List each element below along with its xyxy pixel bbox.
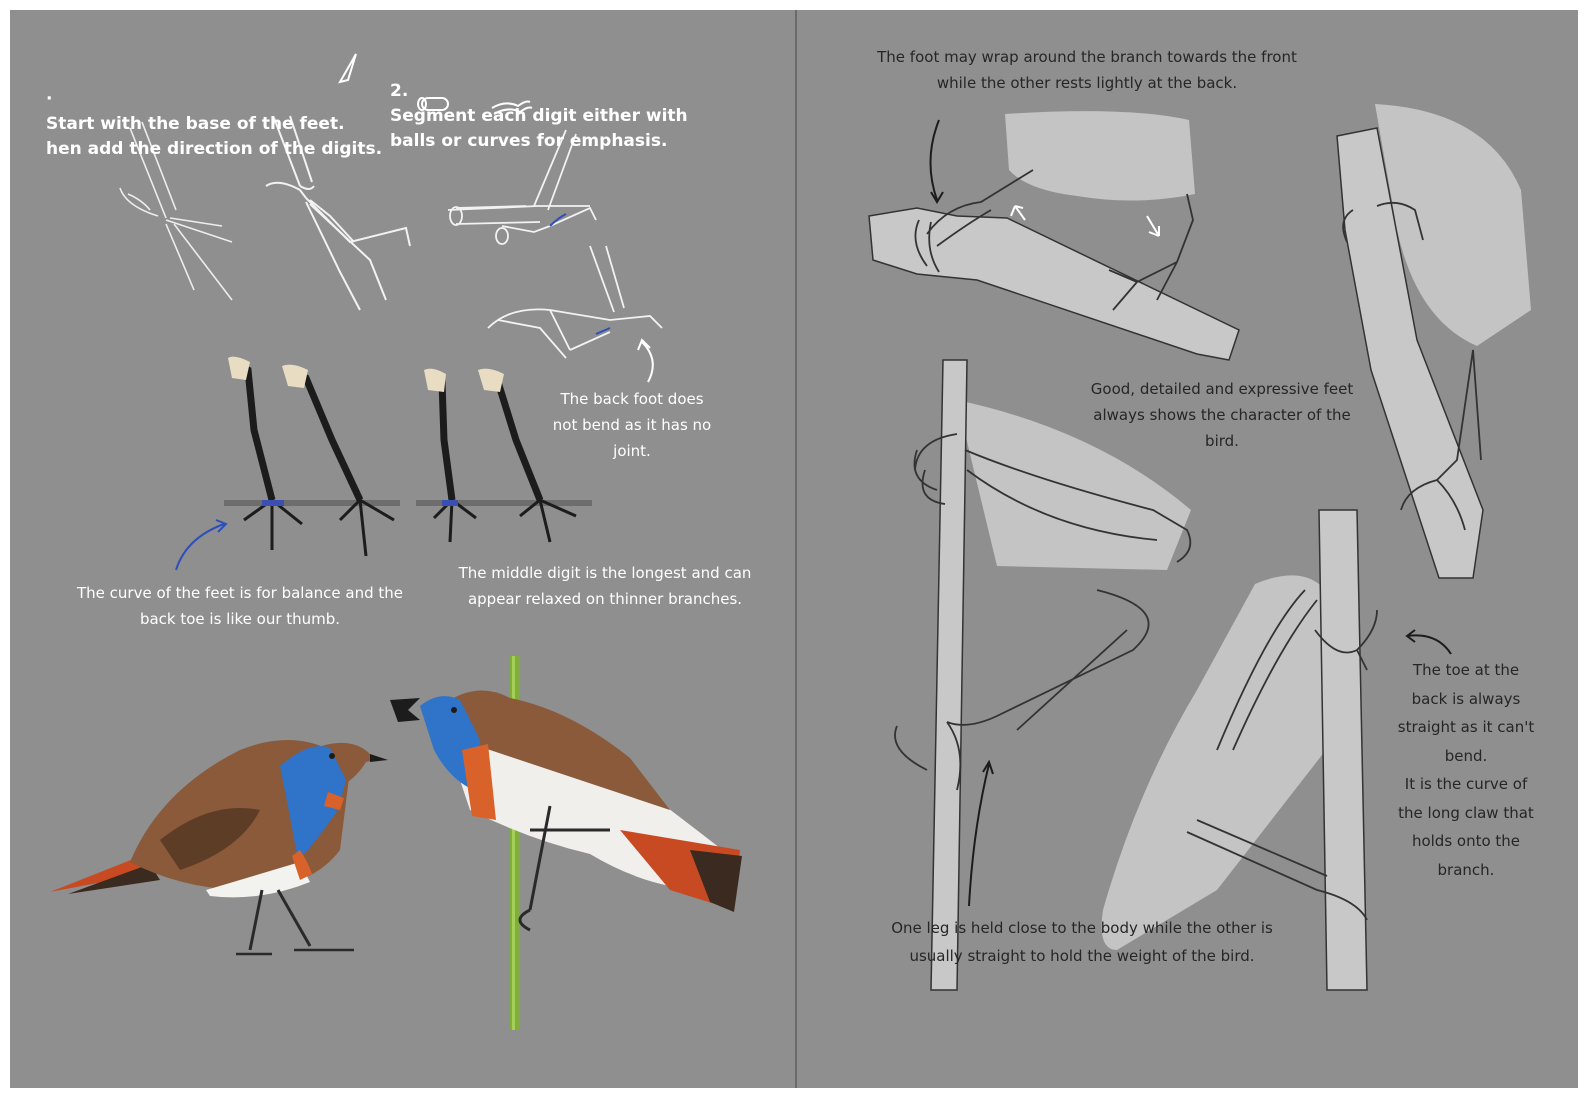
triangle-icon — [337, 53, 357, 84]
bluethroat-perching-illustration — [390, 656, 742, 1030]
leg-posture-drawing — [894, 359, 1192, 991]
step-1-marker: · — [46, 89, 53, 109]
left-page-illustrations — [50, 53, 742, 1030]
joint-highlight — [549, 213, 567, 227]
leg-note: One leg is held close to the body while … — [891, 919, 1273, 965]
arrow-icon — [175, 519, 228, 571]
arrow-icon — [1405, 629, 1452, 655]
middle-digit-note: The middle digit is the longest and can … — [458, 564, 752, 608]
branch-wrap-drawing — [868, 111, 1240, 361]
foot-sketch-back-foot — [487, 245, 663, 359]
bluethroat-standing-illustration — [50, 740, 388, 956]
book-gutter — [795, 10, 797, 1088]
right-page-illustrations — [868, 104, 1531, 991]
arrow-icon — [968, 759, 994, 907]
step-2-text: 2. Segment each digit either with balls … — [390, 54, 688, 154]
step-2-instruction: Segment each digit either with balls or … — [390, 106, 688, 151]
right-page: The foot may wrap around the branch towa… — [797, 10, 1578, 1088]
back-foot-note: The back foot does not bend as it has no… — [552, 390, 712, 460]
character-note: Good, detailed and expressive feet alway… — [1090, 380, 1354, 450]
foot-sketch-detailed — [265, 115, 411, 311]
wrap-note: The foot may wrap around the branch towa… — [877, 48, 1297, 92]
left-page: · Start with the base of the feet. hen a… — [10, 10, 796, 1088]
back-toe-note: The toe at the back is always straight a… — [1397, 661, 1535, 879]
step-1-instruction: Start with the base of the feet. hen add… — [46, 114, 383, 159]
back-foot-highlight — [595, 327, 611, 335]
curve-segment-icon — [491, 100, 533, 115]
step-2-number: 2. — [390, 81, 409, 101]
perched-legs-group — [224, 356, 592, 557]
back-toe-drawing — [1101, 509, 1378, 991]
curve-note: The curve of the feet is for balance and… — [76, 584, 404, 628]
step-1-text: · Start with the base of the feet. hen a… — [46, 62, 382, 162]
ball-segment-icon — [417, 97, 449, 111]
vertical-branch-drawing — [1336, 104, 1531, 579]
foot-sketch-construction — [119, 121, 233, 301]
arrow-icon — [929, 119, 944, 204]
arrow-icon — [1010, 205, 1160, 237]
arrow-icon — [637, 338, 654, 383]
